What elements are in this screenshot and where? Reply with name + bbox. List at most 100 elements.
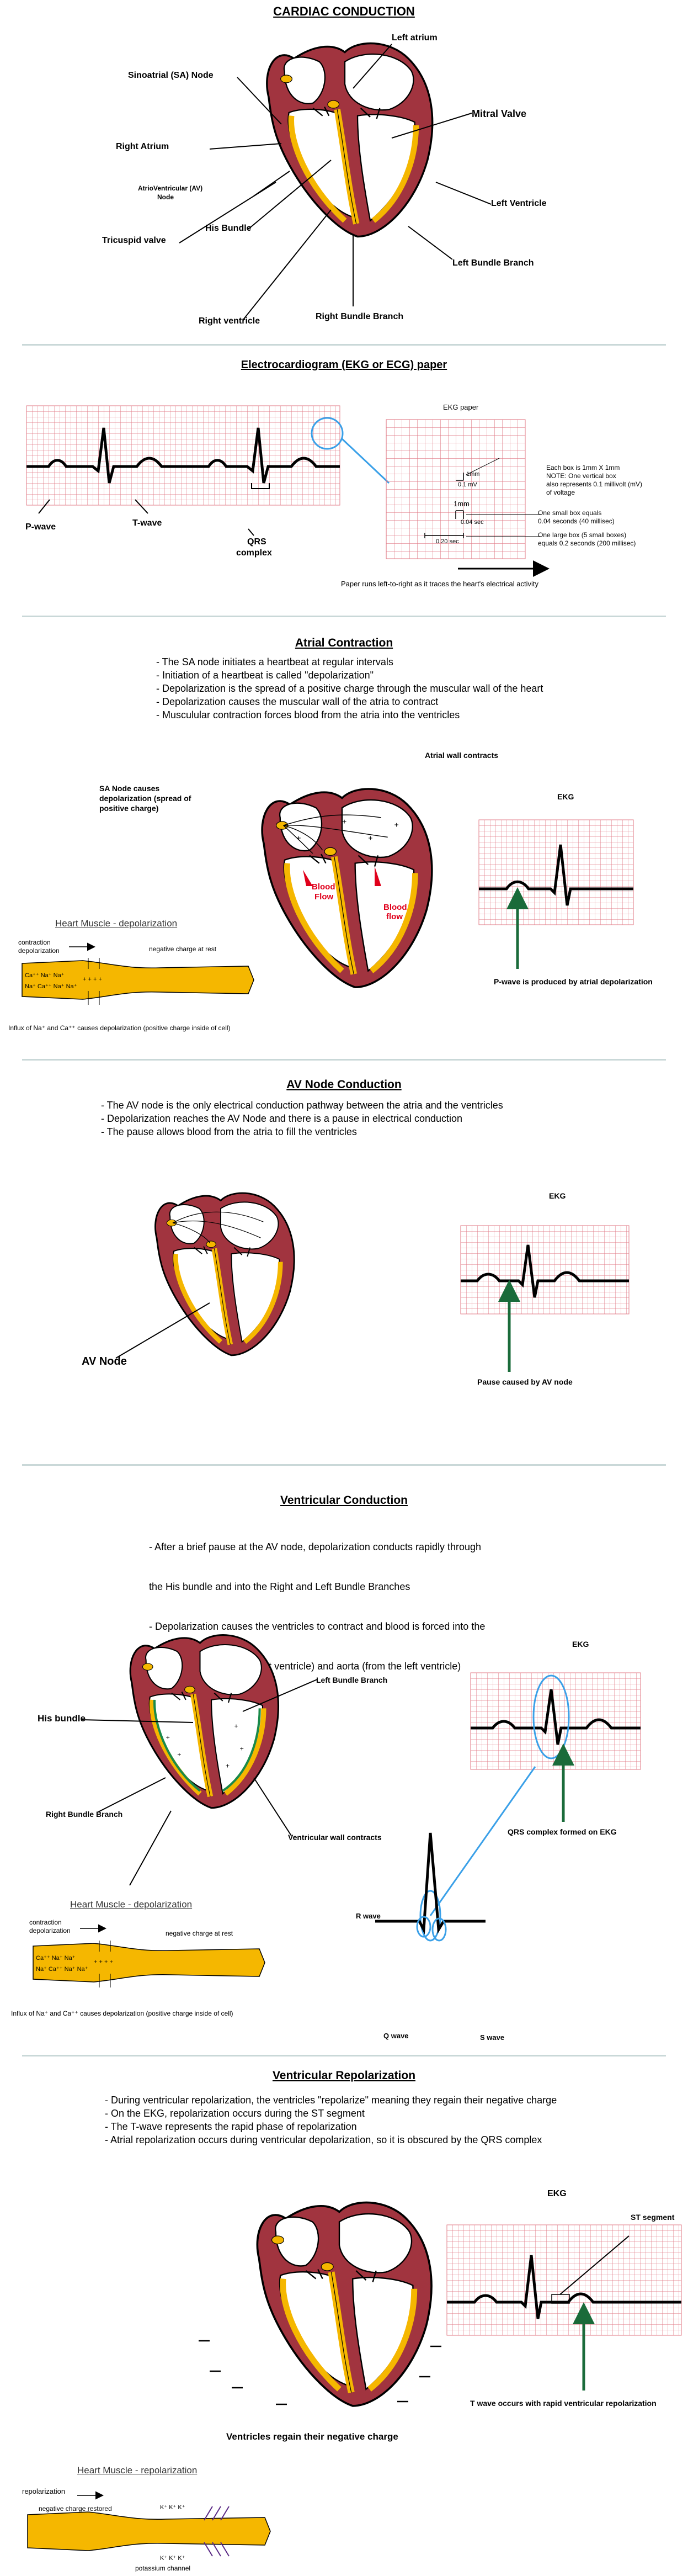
svg-text:+: + (166, 1734, 170, 1741)
label-0-20sec: 0.20 sec (436, 538, 459, 545)
note-4: of voltage (546, 489, 575, 496)
svg-text:Ca⁺⁺ Na⁺ Na⁺: Ca⁺⁺ Na⁺ Na⁺ (25, 972, 65, 979)
divider (22, 2055, 666, 2056)
bullet: - Initiation of a heartbeat is called "d… (156, 670, 374, 681)
large-box-2: equals 0.2 seconds (200 millisec) (538, 539, 636, 547)
label-ekg-s6: EKG (547, 2189, 567, 2198)
section-title-ekg-paper: Electrocardiogram (EKG or ECG) paper (241, 359, 447, 371)
bullet: - On the EKG, repolarization occurs duri… (105, 2108, 365, 2119)
label-neg-restored: negative charge restored (39, 2505, 112, 2513)
label-contraction-s3: contraction (18, 939, 51, 946)
label-his-bundle: His Bundle (205, 224, 252, 233)
svg-text:+: + (296, 834, 301, 842)
muscle-title-s6: Heart Muscle - repolarization (77, 2465, 198, 2476)
heart-diagram-2: ++++ (237, 778, 447, 994)
ekg-strip-s5 (470, 1672, 641, 1822)
note-3: also represents 0.1 millivolt (mV) (546, 480, 643, 488)
label-qrs-1: QRS (247, 537, 266, 547)
label-q-wave: Q wave (383, 2032, 409, 2040)
bullet: the His bundle and into the Right and Le… (149, 1581, 410, 1592)
label-left-ventricle: Left Ventricle (491, 199, 547, 208)
bullet: - During ventricular repolarization, the… (105, 2095, 557, 2106)
av-bullets: - The AV node is the only electrical con… (101, 1099, 503, 1138)
label-vent-wall: Ventricular wall contracts (288, 1833, 382, 1842)
muscle-fiber-s6: K⁺ K⁺ K⁺K⁺ K⁺ K⁺ (27, 2491, 271, 2562)
label-sa-causes-1: SA Node causes (99, 784, 160, 793)
av-node-leader (115, 1302, 210, 1359)
label-av-node-1: AtrioVentricular (AV) (138, 184, 203, 192)
svg-text:+: + (226, 1762, 230, 1770)
ekg-strip-s6 (446, 2224, 682, 2391)
label-left-atrium: Left atrium (392, 33, 438, 43)
label-p-wave: P-wave (25, 522, 56, 532)
label-blood-flow-2a: Blood (383, 903, 407, 912)
muscle-fiber-s5: Ca⁺⁺ Na⁺ Na⁺Na⁺ Ca⁺⁺ Na⁺ Na⁺+ + + + (33, 1924, 265, 1987)
large-box-1: One large box (5 small boxes) (538, 531, 627, 539)
label-s-wave: S wave (480, 2033, 505, 2042)
label-contraction-s5: contraction (29, 1918, 62, 1926)
bullet: - The AV node is the only electrical con… (101, 1100, 503, 1111)
label-p-wave-note: P-wave is produced by atrial depolarizat… (494, 977, 653, 986)
label-right-atrium: Right Atrium (116, 142, 169, 151)
label-qrs-2: complex (236, 548, 272, 558)
note-1: Each box is 1mm X 1mm (546, 464, 620, 471)
label-ekg-s4: EKG (549, 1191, 566, 1200)
section-title-ventricular-repolarization: Ventricular Repolarization (272, 2069, 416, 2082)
bullet: - After a brief pause at the AV node, de… (149, 1541, 482, 1552)
label-blood-flow-2b: flow (386, 912, 403, 921)
svg-text:+: + (234, 1722, 238, 1730)
heart-diagram-3 (141, 1184, 301, 1361)
note-2: NOTE: One vertical box (546, 472, 616, 480)
label-1mm-b: 1mm (454, 500, 470, 508)
svg-text:Na⁺ Ca⁺⁺ Na⁺ Na⁺: Na⁺ Ca⁺⁺ Na⁺ Na⁺ (25, 983, 77, 990)
label-sa-causes-2: depolarization (spread of (99, 794, 191, 803)
label-blood-flow-1a: Blood (312, 882, 335, 892)
svg-text:+ + + +: + + + + (83, 976, 102, 983)
label-right-ventricle: Right ventricle (199, 316, 260, 326)
label-av-node: AV Node (82, 1355, 127, 1367)
label-0-1mv: 0.1 mV (458, 481, 477, 488)
label-potassium: potassium channel (135, 2564, 191, 2572)
label-mitral-valve: Mitral Valve (472, 108, 527, 119)
negative-charges (199, 2340, 441, 2405)
bullet: - Depolarization is the spread of a posi… (156, 683, 543, 694)
bullet: - Atrial repolarization occurs during ve… (105, 2134, 542, 2145)
section-title-cardiac-conduction: CARDIAC CONDUCTION (273, 4, 415, 18)
section-title-av-node: AV Node Conduction (286, 1078, 402, 1091)
section-title-atrial-contraction: Atrial Contraction (295, 637, 393, 649)
label-t-wave: T-wave (132, 518, 162, 528)
bullet: - Depolarization causes the muscular wal… (156, 696, 439, 707)
label-depolarization-s3: depolarization (18, 947, 60, 955)
label-right-bundle: Right Bundle Branch (316, 312, 404, 321)
atrial-bullets: - The SA node initiates a heartbeat at r… (156, 655, 543, 722)
repol-bullets: - During ventricular repolarization, the… (105, 2093, 557, 2146)
label-regain: Ventricles regain their negative charge (226, 2431, 398, 2442)
bullet: - The pause allows blood from the atria … (101, 1126, 357, 1137)
label-neg-charge-s5: negative charge at rest (166, 1930, 233, 1937)
svg-text:+: + (240, 1745, 244, 1753)
qrs-zoom (375, 1766, 536, 1942)
label-influx-s5: Influx of Na⁺ and Ca⁺⁺ causes depolariza… (11, 2010, 233, 2017)
label-atrial-wall: Atrial wall contracts (425, 751, 499, 760)
svg-text:+: + (342, 818, 346, 826)
paper-direction-arrow (458, 560, 550, 577)
label-t-wave-note: T wave occurs with rapid ventricular rep… (470, 2399, 657, 2408)
ekg-strip-s3 (478, 819, 634, 969)
label-blood-flow-1b: Flow (314, 892, 334, 902)
bullet: - Musculular contraction forces blood fr… (156, 709, 460, 720)
label-depolarization-s5: depolarization (29, 1927, 71, 1934)
divider (22, 344, 666, 346)
divider (22, 1464, 666, 1466)
label-1mm-a: 1mm (466, 471, 480, 478)
label-left-bundle-s5: Left Bundle Branch (316, 1676, 388, 1684)
small-box-1: One small box equals (538, 509, 602, 517)
label-tricuspid: Tricuspid valve (102, 236, 166, 245)
ekg-strip-1 (26, 405, 340, 506)
label-ekg-paper: EKG paper (443, 403, 479, 411)
small-box-2: 0.04 seconds (40 millisec) (538, 517, 615, 525)
label-sa-causes-3: positive charge) (99, 804, 159, 813)
label-av-node-2: Node (157, 193, 174, 201)
svg-text:+: + (177, 1751, 181, 1758)
svg-text:K⁺ K⁺ K⁺: K⁺ K⁺ K⁺ (160, 2555, 185, 2562)
label-his-bundle-s5: His bundle (38, 1713, 86, 1724)
